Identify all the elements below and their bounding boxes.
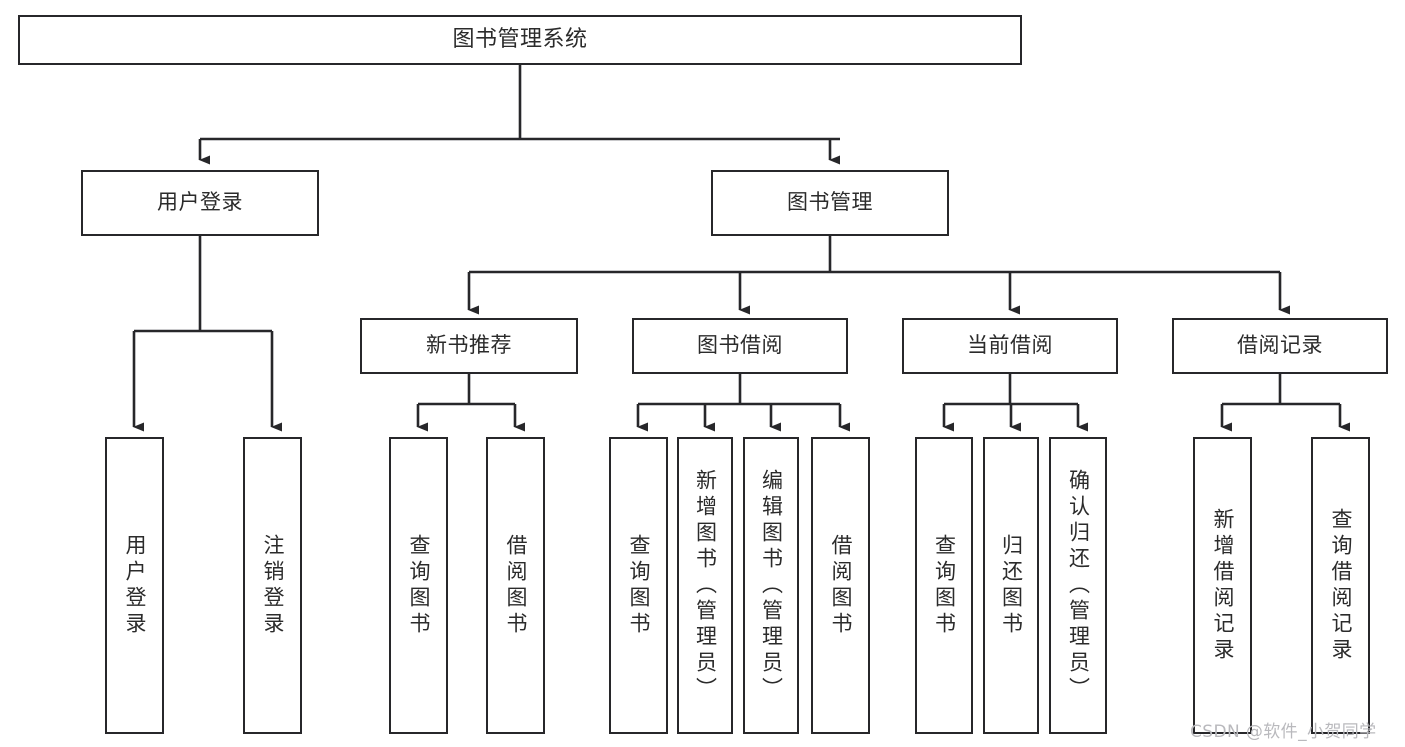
node-leaf-confirm-return-admin-label: 确认归还（管理员） [1066, 468, 1091, 703]
node-leaf-query-borrow-record[interactable]: 查询借阅记录 [1311, 437, 1370, 734]
node-leaf-query-book-new-label: 查询图书 [407, 533, 431, 638]
node-new-book-recommend[interactable]: 新书推荐 [360, 318, 578, 374]
node-borrow-records[interactable]: 借阅记录 [1172, 318, 1388, 374]
node-leaf-query-book-current-label: 查询图书 [932, 533, 957, 638]
node-book-borrow-label: 图书借阅 [697, 333, 783, 358]
node-leaf-user-login-label: 用户登录 [123, 533, 147, 638]
node-leaf-user-login[interactable]: 用户登录 [105, 437, 164, 734]
node-leaf-borrow-book-new-label: 借阅图书 [504, 533, 528, 638]
node-root-system[interactable]: 图书管理系统 [18, 15, 1022, 65]
node-current-borrow[interactable]: 当前借阅 [902, 318, 1118, 374]
node-leaf-add-book-admin-label: 新增图书（管理员） [693, 468, 718, 703]
node-leaf-add-borrow-record-label: 新增借阅记录 [1211, 507, 1235, 664]
node-book-management-label: 图书管理 [787, 190, 873, 215]
node-book-borrow[interactable]: 图书借阅 [632, 318, 848, 374]
node-leaf-add-book-admin[interactable]: 新增图书（管理员） [677, 437, 733, 734]
node-user-login-label: 用户登录 [157, 190, 243, 215]
node-leaf-add-borrow-record[interactable]: 新增借阅记录 [1193, 437, 1252, 734]
node-leaf-logout[interactable]: 注销登录 [243, 437, 302, 734]
node-leaf-borrow-book[interactable]: 借阅图书 [811, 437, 870, 734]
node-leaf-edit-book-admin[interactable]: 编辑图书（管理员） [743, 437, 799, 734]
node-user-login[interactable]: 用户登录 [81, 170, 319, 236]
node-leaf-edit-book-admin-label: 编辑图书（管理员） [759, 468, 784, 703]
node-leaf-return-book[interactable]: 归还图书 [983, 437, 1039, 734]
node-leaf-query-book-current[interactable]: 查询图书 [915, 437, 973, 734]
node-leaf-logout-label: 注销登录 [261, 533, 285, 638]
node-leaf-confirm-return-admin[interactable]: 确认归还（管理员） [1049, 437, 1107, 734]
node-root-system-label: 图书管理系统 [452, 26, 588, 52]
node-borrow-records-label: 借阅记录 [1237, 333, 1323, 358]
node-leaf-query-book-borrow[interactable]: 查询图书 [609, 437, 668, 734]
node-leaf-query-book-borrow-label: 查询图书 [627, 533, 651, 638]
node-leaf-borrow-book-new[interactable]: 借阅图书 [486, 437, 545, 734]
node-leaf-query-borrow-record-label: 查询借阅记录 [1329, 507, 1353, 664]
node-leaf-return-book-label: 归还图书 [999, 533, 1024, 638]
node-leaf-borrow-book-label: 借阅图书 [829, 533, 853, 638]
node-current-borrow-label: 当前借阅 [967, 333, 1053, 358]
node-book-management[interactable]: 图书管理 [711, 170, 949, 236]
node-new-book-recommend-label: 新书推荐 [426, 333, 512, 358]
node-leaf-query-book-new[interactable]: 查询图书 [389, 437, 448, 734]
